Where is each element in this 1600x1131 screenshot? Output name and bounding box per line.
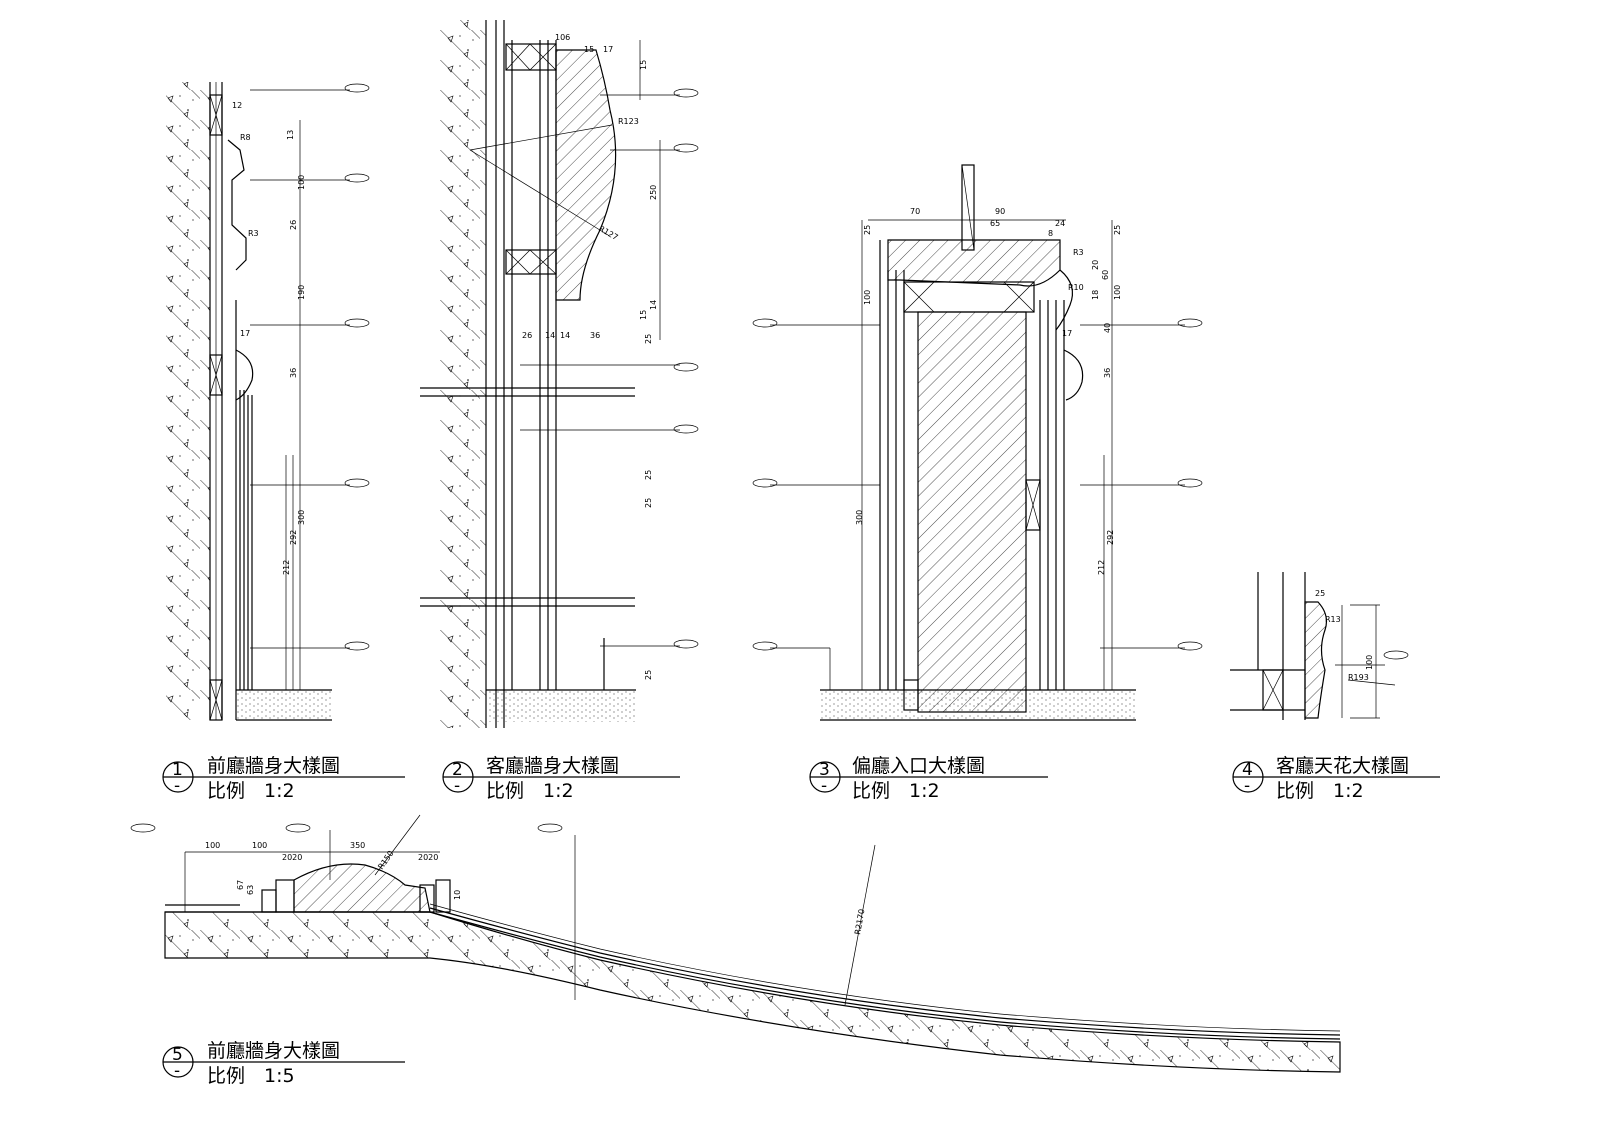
detail-scale: 比例 1:2: [852, 780, 940, 802]
dim-label: 100: [1365, 655, 1374, 670]
dim-label: 250: [649, 185, 658, 200]
dim-label: 65: [990, 219, 1000, 228]
dim-label: 292: [1106, 530, 1115, 545]
dim-label: R8: [240, 133, 251, 142]
dim-label: 70: [910, 207, 920, 216]
dim-label: 8: [1048, 229, 1053, 238]
dim-label: 292: [289, 530, 298, 545]
detail-3-dimensions: 70 90 65 24 25 8 R3 25 100 20 60 18 100 …: [855, 207, 1122, 575]
dim-label: 25: [863, 225, 872, 235]
dim-label: 100: [252, 841, 267, 850]
dim-label: 20: [1091, 260, 1100, 270]
dim-label: R123: [618, 117, 639, 126]
dim-label: 15: [639, 60, 648, 70]
detail-5-caption: 5 - 前廳牆身大樣圖 比例 1:5: [162, 1040, 405, 1087]
dim-label: 63: [246, 885, 255, 895]
dim-label: 67: [236, 880, 245, 890]
dim-label: 36: [1103, 368, 1112, 378]
detail-number-dash: -: [821, 776, 827, 796]
detail-title: 客廳牆身大樣圖: [486, 755, 619, 777]
detail-scale: 比例 1:5: [207, 1065, 295, 1087]
detail-1-drawing: [166, 82, 370, 721]
detail-4-caption: 4 - 客廳天花大樣圖 比例 1:2: [1232, 755, 1440, 802]
dim-label: 15: [584, 45, 594, 54]
dim-label: 15: [639, 310, 648, 320]
dim-label: 106: [555, 33, 570, 42]
dim-label: R2170: [853, 908, 866, 935]
dim-label: 18: [1091, 290, 1100, 300]
dim-label: 17: [240, 329, 250, 338]
dim-label: 60: [1101, 270, 1110, 280]
dim-label: R3: [248, 229, 259, 238]
detail-scale: 比例 1:2: [486, 780, 574, 802]
dim-label: 26: [522, 331, 532, 340]
dim-label: 25: [644, 470, 653, 480]
dim-label: 25: [644, 334, 653, 344]
detail-title: 客廳天花大樣圖: [1276, 755, 1409, 777]
dim-label: 190: [297, 285, 306, 300]
detail-3-caption: 3 - 偏廳入口大樣圖 比例 1:2: [809, 755, 1048, 802]
dim-label: 14: [649, 300, 658, 310]
dim-label: 2020: [418, 853, 438, 862]
detail-scale: 比例 1:2: [207, 780, 295, 802]
dim-label: 25: [644, 498, 653, 508]
detail-number: 3: [819, 760, 830, 780]
dim-label: 212: [1097, 560, 1106, 575]
detail-3-drawing: [752, 164, 1203, 721]
dim-label: R10: [1068, 283, 1084, 292]
detail-1-dimensions: 12 13 100 26 190 17 36 300 292 212 R8 R3: [232, 101, 306, 575]
dim-label: 25: [1315, 589, 1325, 598]
detail-number-dash: -: [174, 776, 180, 796]
dim-label: 350: [350, 841, 365, 850]
detail-5-drawing: [130, 814, 1341, 1073]
detail-4-dimensions: 25 R13 100 R193: [1315, 589, 1374, 682]
detail-title: 前廳牆身大樣圖: [207, 755, 340, 777]
dim-label: R3: [1073, 248, 1084, 257]
dim-label: 300: [297, 510, 306, 525]
detail-scale: 比例 1:2: [1276, 780, 1364, 802]
dim-label: 26: [289, 220, 298, 230]
detail-number: 4: [1242, 760, 1253, 780]
detail-2-drawing: [420, 20, 699, 728]
dim-label: 100: [1113, 285, 1122, 300]
detail-number-dash: -: [1244, 776, 1250, 796]
detail-number: 1: [172, 760, 183, 780]
dim-label: 36: [590, 331, 600, 340]
dim-label: 300: [855, 510, 864, 525]
dim-label: 2020: [282, 853, 302, 862]
dim-label: R193: [1348, 673, 1369, 682]
detail-title: 偏廳入口大樣圖: [852, 755, 985, 777]
dim-label: 10: [453, 890, 462, 900]
detail-2-dimensions: 106 15 17 15 R123 250 R127 15 14 25 26 1…: [522, 33, 658, 680]
dim-label: 13: [286, 130, 295, 140]
dim-label: 25: [644, 670, 653, 680]
dim-label: R127: [597, 224, 620, 242]
dim-label: 14: [560, 331, 570, 340]
dim-label: 17: [603, 45, 613, 54]
detail-number: 5: [172, 1045, 183, 1065]
detail-title: 前廳牆身大樣圖: [207, 1040, 340, 1062]
dim-label: 12: [232, 101, 242, 110]
detail-number: 2: [452, 760, 463, 780]
dim-label: 17: [1062, 329, 1072, 338]
detail-5-dimensions: 100 100 350 2020 2020 R150 67 63 10 R217…: [205, 841, 866, 935]
dim-label: 24: [1055, 219, 1065, 228]
dim-label: 100: [863, 290, 872, 305]
dim-label: 100: [297, 175, 306, 190]
dim-label: 40: [1103, 323, 1112, 333]
detail-number-dash: -: [454, 776, 460, 796]
dim-label: 212: [282, 560, 291, 575]
dim-label: R13: [1325, 615, 1341, 624]
detail-2-caption: 2 - 客廳牆身大樣圖 比例 1:2: [442, 755, 680, 802]
dim-label: 100: [205, 841, 220, 850]
dim-label: 25: [1113, 225, 1122, 235]
detail-4-drawing: [1230, 572, 1409, 720]
dim-label: 36: [289, 368, 298, 378]
dim-label: 90: [995, 207, 1005, 216]
dim-label: 14: [545, 331, 555, 340]
detail-number-dash: -: [174, 1061, 180, 1081]
detail-1-caption: 1 - 前廳牆身大樣圖 比例 1:2: [162, 755, 405, 802]
